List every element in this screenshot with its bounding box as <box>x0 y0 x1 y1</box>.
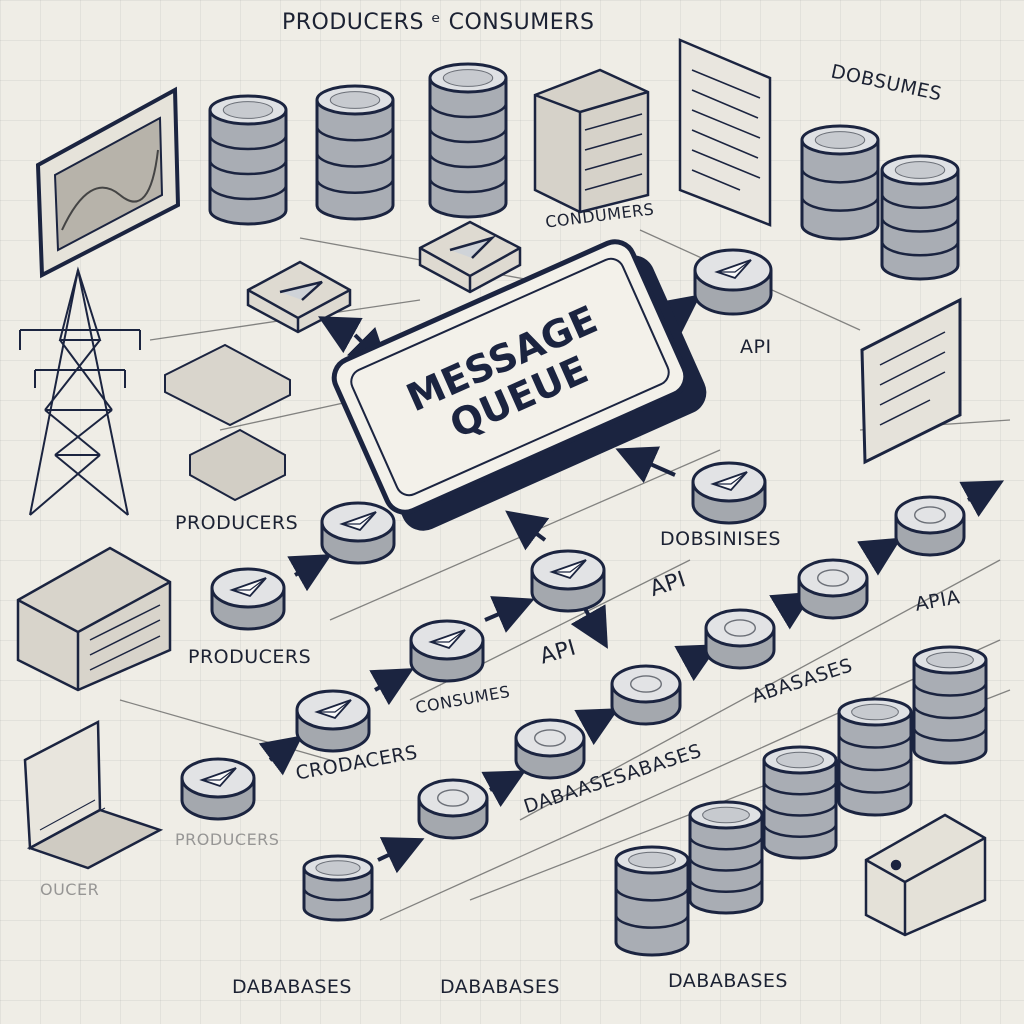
paper-plane-disc-icon <box>180 757 256 821</box>
paper-plane-disc-icon <box>210 567 286 631</box>
panel-right-icon <box>860 297 962 465</box>
message-disc-icon <box>894 495 966 557</box>
label-producers-mid: PRODUCERS <box>188 646 312 668</box>
envelope-plate-top <box>418 220 522 294</box>
database-cylinder-icon <box>688 800 764 915</box>
document-icon <box>678 38 772 227</box>
message-disc-icon <box>797 558 869 620</box>
paper-plane-disc-icon <box>320 501 396 565</box>
diagram-title: PRODUCERS ᵉ CONSUMERS <box>282 10 595 35</box>
transmission-tower-icon <box>19 266 141 516</box>
label-api-top: API <box>740 336 772 358</box>
database-cylinder-icon <box>315 84 395 221</box>
server-box-icon <box>16 546 172 692</box>
label-dababases-2: DABABASES <box>440 976 560 998</box>
database-cylinder-icon <box>428 62 508 219</box>
database-cylinder-icon <box>880 154 960 281</box>
paper-plane-disc-icon <box>295 689 371 753</box>
label-producers-left: PRODUCERS <box>175 512 299 534</box>
database-cylinder-icon <box>302 854 374 922</box>
database-cylinder-icon <box>208 94 288 226</box>
label-dababases-3: DABABASES <box>668 970 788 992</box>
message-discs <box>180 248 966 840</box>
message-disc-icon <box>704 608 776 670</box>
message-disc-icon <box>514 718 586 780</box>
database-cylinder-icon <box>800 124 880 241</box>
laptop-icon <box>23 719 164 870</box>
message-disc-icon <box>610 664 682 726</box>
tray-stack-left <box>164 343 291 502</box>
paper-plane-disc-icon <box>409 619 485 683</box>
box-icon <box>864 813 987 937</box>
label-producers-faded: PRODUCERS <box>175 830 280 849</box>
paper-plane-disc-icon <box>691 461 767 525</box>
database-cylinder-icon <box>762 745 838 860</box>
paper-plane-disc-icon <box>693 248 773 316</box>
server-rack-icon <box>533 68 650 214</box>
monitor-icon <box>35 86 181 279</box>
database-cylinder-icon <box>912 645 988 765</box>
database-cylinders <box>208 62 988 957</box>
envelope-plate-left <box>246 260 352 334</box>
paper-plane-disc-icon <box>530 549 606 613</box>
database-cylinder-icon <box>837 697 913 817</box>
database-cylinder-icon <box>614 845 690 957</box>
label-dababases-1: DABABASES <box>232 976 352 998</box>
label-dobsinises: DOBSINISES <box>660 528 781 550</box>
label-oucer-faded: OUCER <box>40 880 100 899</box>
message-disc-icon <box>417 778 489 840</box>
